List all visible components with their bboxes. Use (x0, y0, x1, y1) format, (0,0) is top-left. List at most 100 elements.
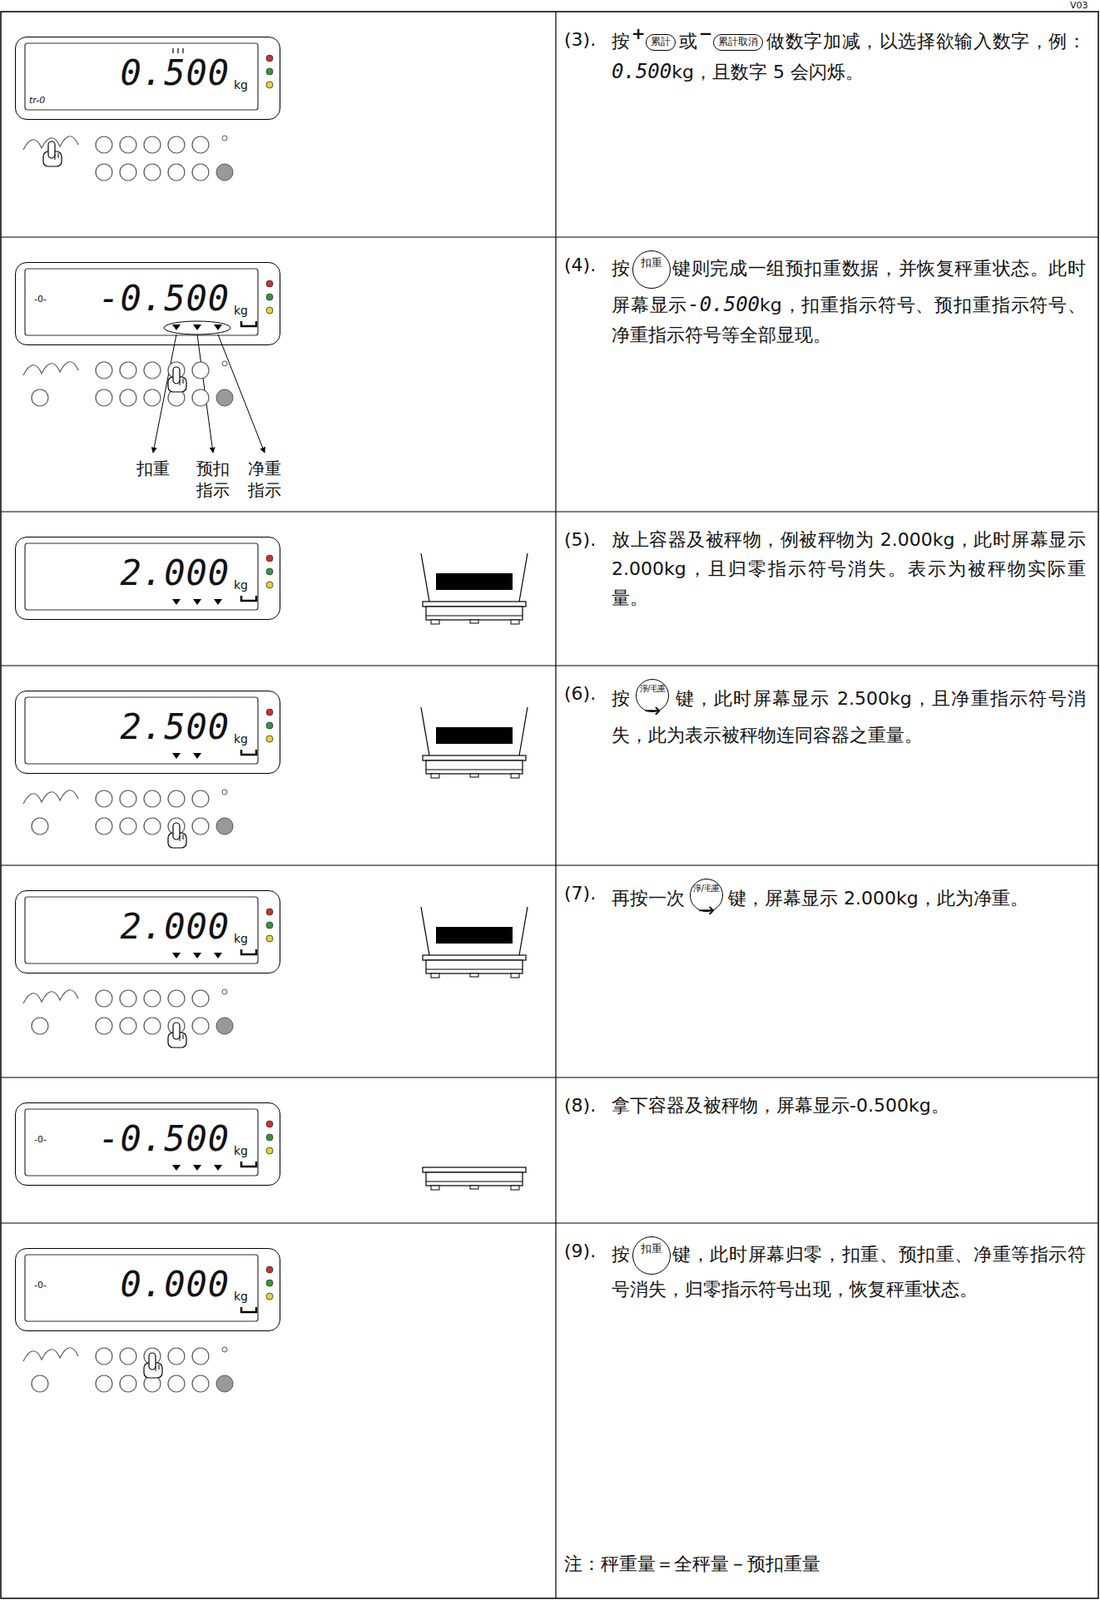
pointing-hand (168, 366, 187, 392)
display-reading: -0.500 (98, 281, 230, 317)
table-row-line (0, 236, 1099, 238)
keypad (23, 989, 233, 1035)
indicator-label: 预扣 指示 (196, 457, 233, 501)
display-reading: 2.000 (120, 555, 230, 591)
stable-indicator (241, 321, 257, 327)
stable-indicator (241, 595, 257, 601)
unit-label: kg (233, 304, 248, 317)
weighing-scale (421, 553, 528, 625)
scale-display: 2.000kg (14, 890, 281, 974)
instruction-paragraph: 按淨/毛重→键，此时屏幕显示 2.500kg，且净重指示符号消失，此为表示被秤物… (611, 678, 1086, 750)
pointing-hand (143, 1352, 163, 1378)
display-value: 0.500 (611, 59, 672, 84)
pointing-hand (43, 141, 62, 167)
indicator-label: 净重 指示 (247, 457, 285, 501)
unit-label: kg (233, 733, 248, 745)
keypad (23, 361, 233, 407)
keypad (23, 135, 233, 181)
step-number: (4). (564, 250, 596, 280)
sign-symbol: − (698, 24, 714, 42)
display-panel (24, 43, 273, 110)
step-number: (6). (564, 678, 596, 709)
indicator-triangle (172, 952, 181, 959)
indicator-label: 扣重 (136, 457, 170, 480)
step-number: (7). (564, 878, 596, 908)
keypad (23, 789, 233, 835)
scale-display: 0.500kg tr-0 (14, 36, 281, 120)
zero-indicator: -0- (34, 1280, 47, 1290)
instruction-text: 做数字加减，以选择欲输入数字，例： (765, 30, 1086, 52)
instruction-paragraph: 按扣重键，此时屏幕归零，扣重、预扣重、净重等指示符号消失，归零指示符号出现，恢复… (611, 1236, 1086, 1304)
key-label: 累計取消 (713, 34, 764, 51)
instruction-text: 按 (611, 257, 631, 279)
instruction-text: kg，且数字 5 会闪烁。 (671, 61, 864, 83)
zero-indicator: -0- (34, 1134, 47, 1145)
indicator-triangle (213, 324, 223, 331)
display-panel (24, 1254, 273, 1322)
table-column-line (554, 11, 556, 1599)
arrow-symbol: → (633, 700, 672, 721)
unit-label: kg (233, 1290, 248, 1303)
unit-label: kg (233, 579, 248, 591)
instruction-paragraph: 按+累計或−累計取消做数字加减，以选择欲输入数字，例： 0.500kg，且数字 5… (611, 24, 1086, 89)
pointing-hand (168, 822, 187, 848)
indicator-triangle (172, 599, 181, 605)
instruction-text: 或 (678, 30, 698, 52)
mode-code: tr-0 (29, 95, 45, 105)
indicator-triangle (172, 324, 181, 331)
step-number: (5). (564, 525, 596, 555)
weighing-scale (422, 1167, 526, 1190)
display-reading: 2.000 (120, 909, 230, 945)
indicator-triangle (172, 753, 181, 759)
indicator-triangle (193, 952, 202, 959)
display-panel (24, 543, 273, 610)
unit-label: kg (233, 79, 248, 91)
indicator-triangle (193, 753, 202, 759)
instruction-paragraph: 放上容器及被秤物，例被秤物为 2.000kg，此时屏幕显示 2.000kg，且归… (611, 525, 1086, 614)
instruction-paragraph: 再按一次淨/毛重→键，屏幕显示 2.000kg，此为净重。 (611, 878, 1086, 921)
display-reading: -0.500 (98, 1121, 230, 1157)
indicator-triangle (213, 599, 223, 605)
zero-indicator: -0- (34, 294, 47, 304)
display-panel (24, 697, 273, 764)
display-reading: 0.500 (120, 55, 230, 91)
table-row-line (0, 510, 1099, 512)
step-number: (9). (564, 1236, 596, 1266)
version-mark: V03 (1070, 0, 1089, 10)
display-panel (24, 1109, 273, 1176)
display-panel (24, 268, 273, 336)
display-reading: 2.500 (120, 709, 230, 745)
instruction-paragraph: 按扣重键则完成一组预扣重数据，并恢复秤重状态。此时屏幕显示-0.500kg，扣重… (611, 250, 1086, 351)
indicator-triangle (193, 1164, 202, 1171)
key-label: 累計 (645, 34, 676, 51)
key-label: 扣重 (632, 250, 671, 289)
table-row-line (0, 864, 1099, 866)
instruction-text: 再按一次 (611, 887, 685, 909)
display-panel (24, 896, 273, 964)
table-border (0, 11, 1099, 1599)
sign-symbol: + (631, 24, 646, 42)
stable-indicator (241, 1307, 257, 1313)
arrow-symbol: → (687, 900, 726, 921)
instruction-text: 拿下容器及被秤物，屏幕显示-0.500kg。 (611, 1095, 950, 1116)
key-icon: 淨/毛重→ (633, 678, 672, 721)
instruction-text: 按 (611, 30, 631, 52)
stable-indicator (241, 1161, 257, 1167)
indicator-triangle (193, 324, 202, 331)
display-value: -0.500 (687, 292, 760, 317)
unit-label: kg (233, 932, 248, 945)
instruction-text: 键，此时屏幕归零，扣重、预扣重、净重等指示符号消失，归零指示符号出现，恢复秤重状… (611, 1243, 1086, 1300)
indicator-ring (163, 321, 231, 335)
indicator-triangle (213, 1164, 223, 1171)
step-number: (8). (564, 1090, 596, 1120)
key-label: 扣重 (632, 1236, 671, 1275)
table-row-line (0, 1222, 1099, 1224)
instruction-text: 按 (611, 688, 631, 709)
step-number: (3). (564, 24, 596, 55)
stable-indicator (241, 949, 257, 955)
instruction-text: 键，屏幕显示 2.000kg，此为净重。 (728, 887, 1029, 909)
instruction-text: 放上容器及被秤物，例被秤物为 2.000kg，此时屏幕显示 2.000kg，且归… (611, 529, 1086, 609)
table-row-line (0, 664, 1099, 666)
